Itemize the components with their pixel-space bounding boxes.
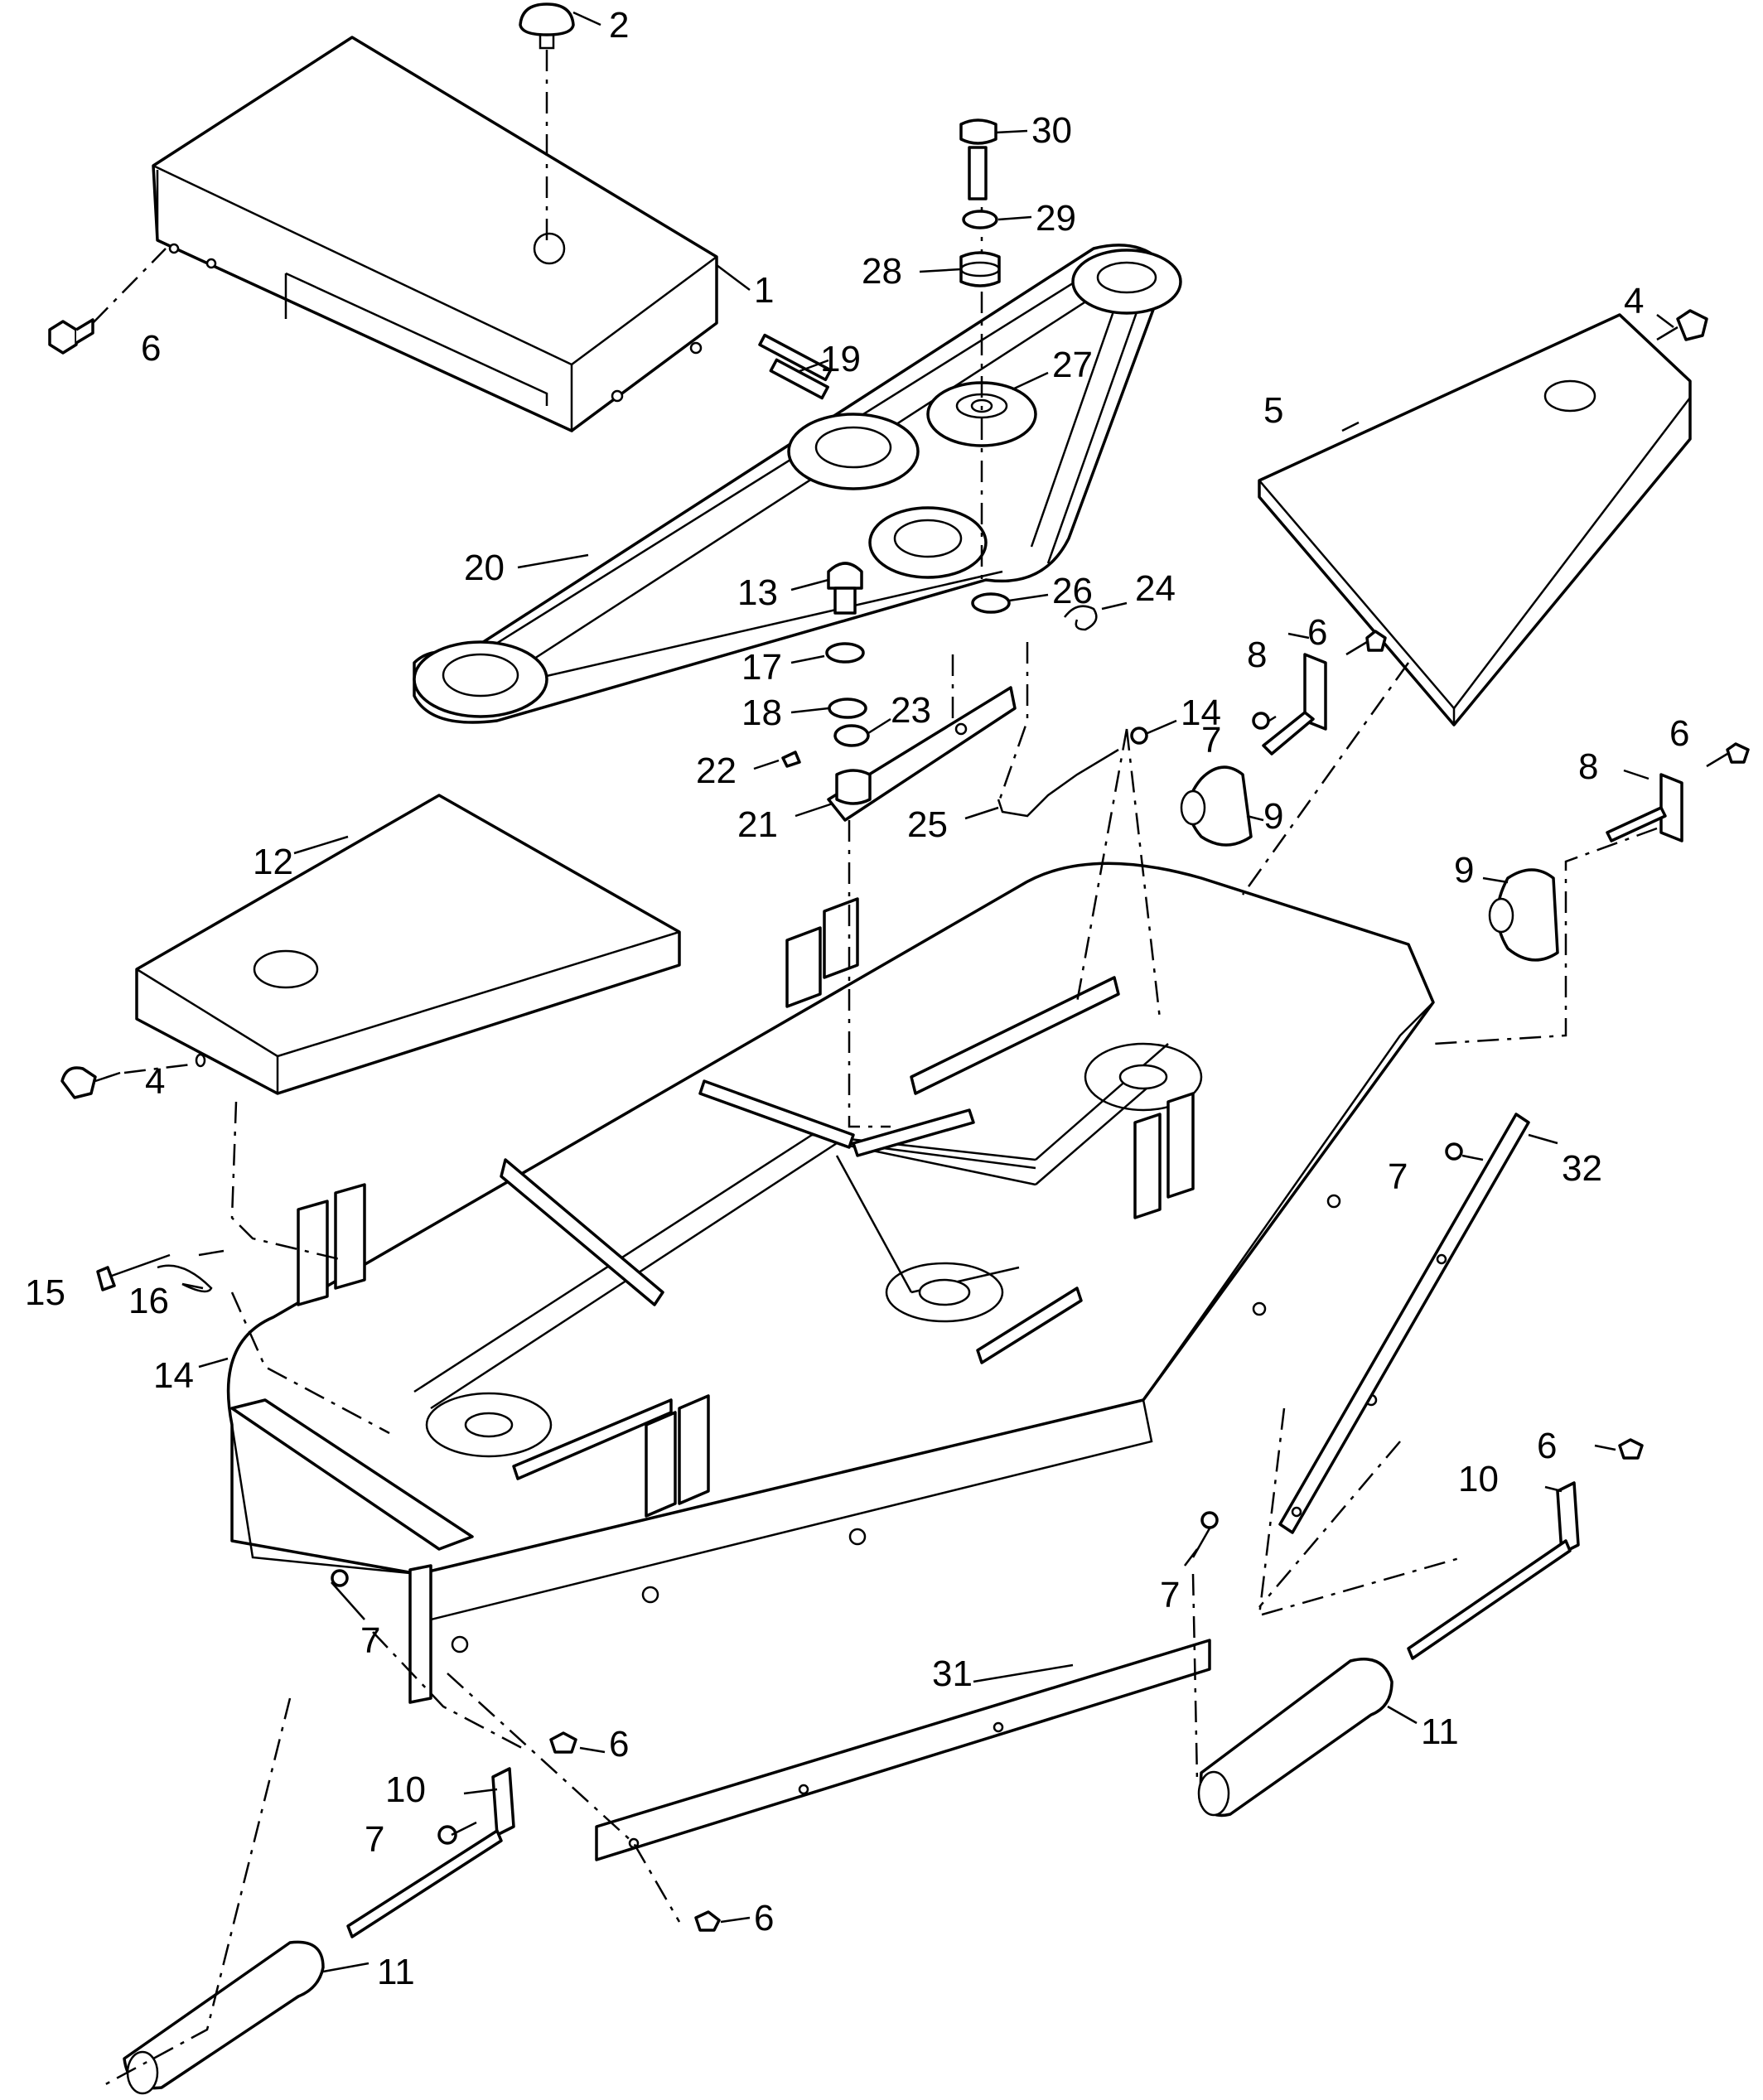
callout-7-upper: 7: [1201, 720, 1221, 760]
front-bracket: [230, 1398, 474, 1704]
callout-32: 32: [1562, 1148, 1602, 1189]
callout-7-left: 7: [360, 1620, 380, 1661]
callout-28: 28: [862, 251, 902, 292]
callout-26: 26: [1052, 571, 1093, 611]
idler-arm-part-21: [827, 686, 1017, 822]
mower-deck-part-14: [226, 862, 1435, 1653]
spring-part-25: [997, 748, 1119, 818]
nut-part-7-c: [331, 1569, 349, 1587]
front-bar-part-31: [595, 1639, 1211, 1861]
side-cover-part-5: [1258, 313, 1692, 727]
bolt-part-6-right: [1345, 630, 1387, 656]
callout-10-right: 10: [1458, 1459, 1499, 1499]
bolt-part-6-far-right: [1706, 742, 1750, 768]
callout-14-upper: 14: [1181, 693, 1221, 733]
nut-part-7-b: [1200, 1511, 1219, 1529]
roller-part-11-left: [123, 1940, 325, 2095]
side-bar-part-32: [1278, 1113, 1530, 1534]
callout-24: 24: [1135, 568, 1176, 609]
bolt-part-6-f: [694, 1910, 721, 1932]
callout-10-left: 10: [385, 1769, 426, 1810]
belt-cover-part-1: [152, 36, 718, 432]
roller-part-9-right: [1488, 868, 1559, 962]
bushing-part-23: [833, 724, 870, 747]
callout-23: 23: [891, 690, 931, 731]
hair-pin-part-16: [157, 1264, 213, 1293]
side-cover-part-12: [135, 794, 681, 1095]
bolt-part-30: [959, 118, 997, 200]
height-adjust-plate-front: [645, 1394, 710, 1518]
callout-6-midright: 6: [1537, 1426, 1557, 1466]
callout-7-lowerleft: 7: [365, 1819, 384, 1860]
knob-part-4-upper: [1656, 309, 1708, 341]
roller-part-9-left: [1180, 765, 1253, 847]
callout-13: 13: [737, 572, 778, 613]
callout-9-right: 9: [1454, 850, 1474, 891]
bracket-part-8-left: [1262, 653, 1327, 756]
spacer-part-28: [959, 251, 1001, 287]
callout-22: 22: [696, 751, 737, 791]
callout-27: 27: [1052, 345, 1093, 385]
callout-16: 16: [128, 1281, 169, 1321]
assembly-lines: [99, 642, 1658, 2089]
callout-6-farright: 6: [1669, 713, 1689, 754]
callout-6-topleft: 6: [141, 328, 161, 369]
bolt-part-13: [827, 562, 863, 615]
roller-part-11-right: [1197, 1658, 1393, 1818]
callout-6-left: 6: [609, 1724, 629, 1764]
axle-part-10-right: [1407, 1481, 1580, 1660]
nut-part-7-a: [1445, 1142, 1463, 1161]
height-adjust-plate-right: [1133, 1092, 1195, 1219]
callout-8-right: 8: [1578, 746, 1598, 787]
washer-part-18: [828, 698, 867, 719]
callout-8-left: 8: [1247, 635, 1267, 675]
deck-baffles: [500, 976, 1120, 1480]
callout-21: 21: [737, 804, 778, 845]
belt-assembly: [413, 244, 1182, 724]
callout-labels: 2 30 29 28 1 4 6 19 27 5 20 13 26 24 6 8…: [25, 5, 1689, 1992]
nut-part-7-upper: [1252, 712, 1270, 730]
knob-part-2: [519, 2, 575, 50]
nut-part-14-upper: [1130, 727, 1148, 745]
callout-5: 5: [1263, 390, 1283, 431]
callout-6-bottom: 6: [754, 1898, 774, 1938]
height-adjust-plate-left: [297, 1183, 366, 1306]
leader-lines: [181, 11, 1674, 1973]
callout-6-right-upper: 6: [1307, 612, 1327, 653]
axle-part-10-left: [346, 1767, 515, 1938]
callout-25: 25: [907, 804, 948, 845]
callout-1: 1: [754, 270, 774, 311]
callout-29: 29: [1036, 198, 1076, 239]
washer-part-29: [962, 210, 998, 229]
callout-4-upper: 4: [1624, 281, 1644, 321]
callout-7-center: 7: [1160, 1575, 1180, 1615]
knob-part-4-lower: [60, 1066, 121, 1099]
bolt-part-6: [48, 318, 94, 355]
washer-part-17: [825, 642, 865, 664]
callout-2: 2: [609, 5, 629, 46]
callout-30: 30: [1031, 110, 1072, 151]
callout-14-lower: 14: [153, 1355, 194, 1396]
callout-12: 12: [253, 842, 293, 882]
callout-11-right: 11: [1421, 1711, 1459, 1752]
bolt-part-6-e: [549, 1731, 577, 1754]
washer-part-26: [971, 592, 1011, 614]
bracket-part-8-right: [1606, 773, 1683, 842]
clevis-pin-part-15: [96, 1253, 171, 1291]
pin-part-24: [1064, 605, 1098, 631]
grease-fitting-part-22: [781, 751, 801, 768]
callout-11-left: 11: [377, 1952, 415, 1992]
callout-15: 15: [25, 1272, 65, 1313]
callout-7-right: 7: [1388, 1156, 1408, 1197]
callout-17: 17: [741, 647, 782, 688]
callout-20: 20: [464, 548, 505, 588]
bolt-part-6-g: [1618, 1438, 1644, 1460]
callout-9-left: 9: [1263, 796, 1283, 837]
callout-19: 19: [820, 339, 861, 379]
callout-4-lower: 4: [145, 1061, 165, 1102]
callout-31: 31: [932, 1653, 973, 1694]
nut-part-7-d: [437, 1825, 457, 1845]
callout-18: 18: [741, 693, 782, 733]
